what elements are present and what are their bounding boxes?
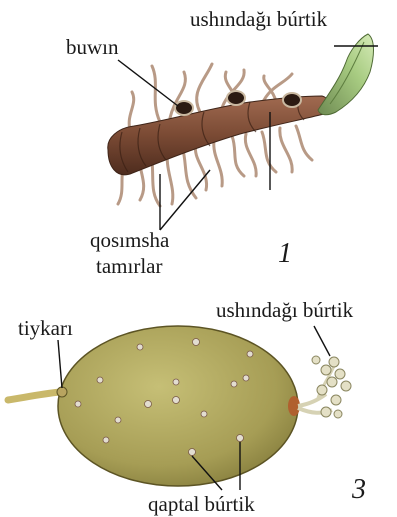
stolon: [8, 392, 60, 400]
stolon-scar: [57, 387, 67, 397]
figure-number-3: 3: [351, 474, 366, 505]
label-tip-bud-1: ushındağı búrtik: [190, 7, 328, 31]
label-stolon-base: tiykarı: [18, 316, 73, 340]
label-node: buwın: [66, 35, 119, 59]
label-adventitious-roots-line2: tamırlar: [96, 254, 162, 278]
rhizome-figure: ushındağı búrtik buwın qosımsha tamırlar…: [66, 7, 378, 278]
label-adventitious-roots-line1: qosımsha: [90, 228, 170, 252]
label-tip-bud-3: ushındağı búrtik: [216, 298, 354, 322]
figure-number-1: 1: [278, 238, 292, 269]
label-side-bud: qaptal búrtik: [148, 492, 255, 516]
leader-roots-b: [160, 170, 210, 230]
leader-stolon-base: [58, 340, 62, 388]
leader-tuber-tip-bud: [314, 326, 330, 356]
tuber-apical-bud: [288, 356, 351, 418]
tuber-body: [58, 326, 298, 486]
tuber-figure: tiykarı ushındağı búrtik qaptal búrtik 3: [8, 298, 366, 516]
leader-node: [118, 60, 178, 106]
